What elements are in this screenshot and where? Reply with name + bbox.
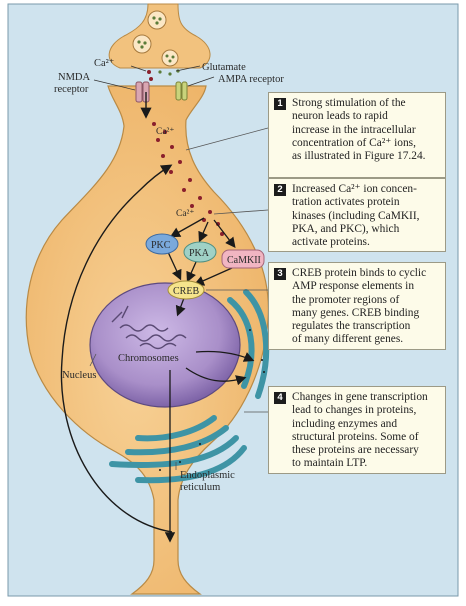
chromosomes-label: Chromosomes [118, 353, 179, 364]
ampa-leader [187, 76, 215, 87]
pka-label: PKA [189, 248, 210, 259]
step-text: Changes in gene transcription lead to ch… [292, 391, 428, 470]
presynaptic-terminal [108, 3, 211, 69]
step-number-badge: 2 [274, 184, 286, 196]
nmda-receptor-label: receptor [54, 84, 89, 95]
glutamate-label: Glutamate [202, 62, 246, 73]
kinase-arrows [164, 217, 255, 543]
synaptic-vesicle [161, 49, 179, 67]
step-text: CREB protein binds to cyclic AMP respons… [292, 267, 427, 346]
er-label-line2: reticulum [180, 482, 220, 493]
step-number-badge: 1 [274, 98, 286, 110]
step-text: Strong stimulation of the neuron leads t… [292, 97, 426, 163]
nmda-label: NMDA [58, 72, 91, 83]
pkc-label: PKC [151, 240, 171, 251]
step-number-badge: 3 [274, 268, 286, 280]
ca-label-leader [130, 65, 147, 72]
creb-protein [167, 280, 205, 300]
chromosomes [111, 305, 187, 350]
pka-kinase [183, 241, 217, 263]
creb-label: CREB [173, 286, 199, 297]
nmda-leader [93, 79, 136, 91]
step-2-box: 2 Increased Ca²⁺ ion concen- tration act… [268, 178, 446, 252]
step-text: Increased Ca²⁺ ion concen- tration activ… [292, 183, 420, 249]
nucleus-label: Nucleus [62, 370, 96, 381]
calcium-ions-extracellular [147, 70, 153, 81]
callout-leaders [89, 127, 269, 470]
endoplasmic-reticulum [109, 289, 270, 484]
glutamate-molecules [158, 69, 180, 76]
ribosomes [159, 329, 265, 471]
calcium-label-top: Ca²⁺ [94, 58, 115, 69]
step-4-box: 4 Changes in gene transcription lead to … [268, 386, 446, 474]
step-3-box: 3 CREB protein binds to cyclic AMP respo… [268, 262, 446, 350]
step-1-box: 1 Strong stimulation of the neuron leads… [268, 92, 446, 178]
er-label-line1: Endoplasmic [180, 470, 235, 481]
synaptic-vesicle [147, 10, 167, 30]
nmda-receptor [135, 81, 150, 103]
feedback-arrow [60, 164, 173, 533]
glutamate-leader [175, 65, 201, 72]
camkii-label: CaMKII [227, 255, 261, 266]
step-number-badge: 4 [274, 392, 286, 404]
synaptic-vesicle [132, 34, 152, 54]
calcium-influx-label: Ca²⁺ [156, 127, 174, 137]
ampa-receptor [175, 81, 188, 101]
ampa-receptor-label: AMPA receptor [218, 74, 284, 85]
pkc-kinase [145, 233, 179, 255]
camkii-kinase [221, 249, 265, 269]
calcium-mid-label: Ca²⁺ [176, 209, 194, 219]
